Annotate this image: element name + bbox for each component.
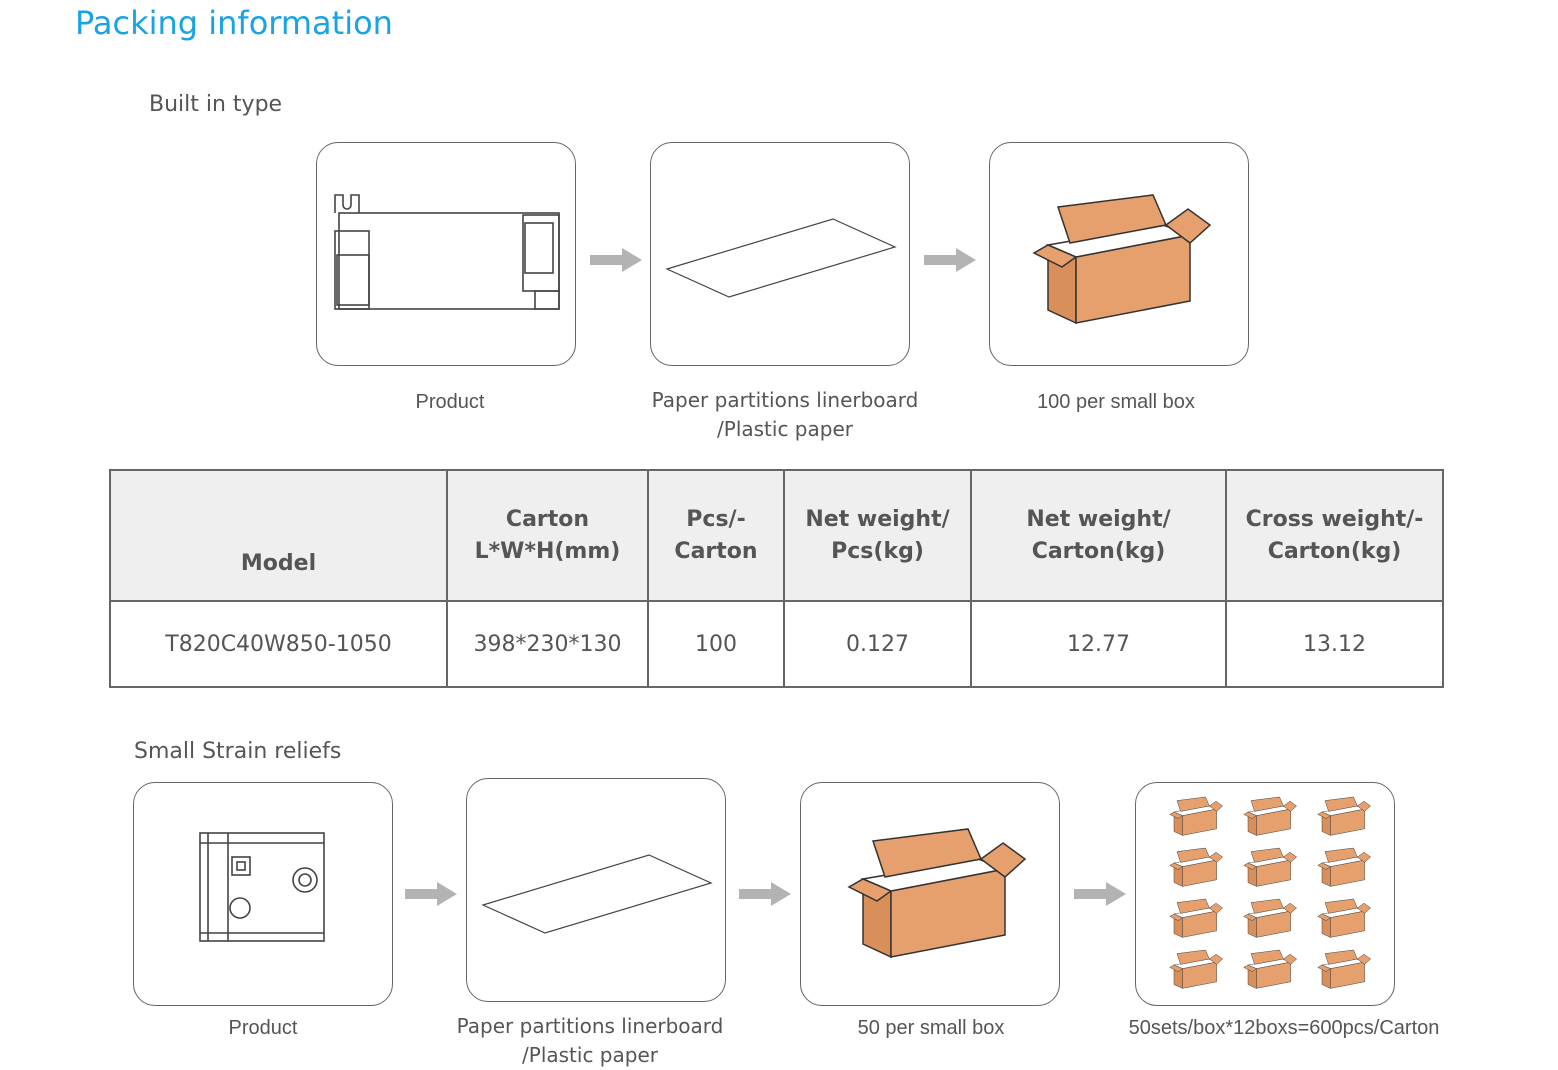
caption-paper-2: Paper partitions linerboard/Plastic pape… — [420, 1012, 760, 1070]
paper-sheet-icon — [665, 218, 897, 298]
small-carton-icon — [1243, 949, 1297, 989]
caption-small-box-2: 50 per small box — [857, 1017, 1005, 1039]
caption-product-2: Product — [228, 1017, 298, 1039]
arrow-right-icon — [405, 882, 457, 906]
caption-paper-line2: /Plastic paper — [717, 417, 853, 441]
strain-relief-product-icon — [199, 832, 325, 942]
arrow-right-icon — [924, 248, 976, 272]
header-gross-carton: Cross weight/-Carton(kg) — [1225, 469, 1444, 602]
cell-net-pcs: 0.127 — [783, 600, 972, 688]
arrow-right-icon — [739, 882, 791, 906]
small-carton-icon — [1317, 796, 1371, 836]
cell-net-carton: 12.77 — [970, 600, 1227, 688]
small-box-panel-2 — [800, 782, 1060, 1006]
product-panel-2 — [133, 782, 393, 1006]
small-carton-icon — [1317, 847, 1371, 887]
small-carton-icon — [1243, 796, 1297, 836]
header-net-pcs: Net weight/Pcs(kg) — [783, 469, 972, 602]
section-heading-strain-reliefs: Small Strain reliefs — [134, 739, 342, 764]
caption-product: Product — [415, 391, 485, 413]
paper-sheet-icon — [481, 854, 713, 934]
small-carton-icon — [1169, 796, 1223, 836]
caption-paper-2-line2: /Plastic paper — [522, 1043, 658, 1067]
header-pcs: Pcs/-Carton — [647, 469, 785, 602]
section-heading-built-in: Built in type — [149, 92, 283, 117]
small-carton-icon — [1243, 898, 1297, 938]
arrow-right-icon — [1074, 882, 1126, 906]
page-title: Packing information — [75, 4, 393, 42]
cell-model: T820C40W850-1050 — [109, 600, 448, 688]
cell-carton: 398*230*130 — [446, 600, 649, 688]
small-carton-icon — [1169, 949, 1223, 989]
small-carton-icon — [1169, 898, 1223, 938]
small-carton-icon — [1317, 949, 1371, 989]
small-carton-icon — [1243, 847, 1297, 887]
arrow-right-icon — [590, 248, 642, 272]
product-panel — [316, 142, 576, 366]
header-model: Model — [109, 469, 448, 602]
carton-panel — [1135, 782, 1395, 1006]
caption-paper: Paper partitions linerboard/Plastic pape… — [610, 386, 960, 444]
caption-small-box: 100 per small box — [1037, 391, 1195, 413]
small-carton-icon — [1317, 898, 1371, 938]
carton-grid-icon — [1169, 796, 1371, 989]
cell-pcs: 100 — [647, 600, 785, 688]
small-box-panel — [989, 142, 1249, 366]
paper-panel-2 — [466, 778, 726, 1002]
carton-box-icon — [848, 828, 1026, 958]
table-row: T820C40W850-1050 398*230*130 100 0.127 1… — [109, 600, 1444, 688]
small-carton-icon — [1169, 847, 1223, 887]
carton-box-icon — [1033, 194, 1211, 324]
header-net-carton: Net weight/Carton(kg) — [970, 469, 1227, 602]
caption-carton: 50sets/box*12boxs=600pcs/Carton — [1128, 1017, 1440, 1039]
cell-gross-carton: 13.12 — [1225, 600, 1444, 688]
caption-paper-line1: Paper partitions linerboard — [651, 388, 919, 412]
driver-product-icon — [334, 194, 560, 310]
caption-paper-2-line1: Paper partitions linerboard — [456, 1014, 724, 1038]
paper-panel — [650, 142, 910, 366]
